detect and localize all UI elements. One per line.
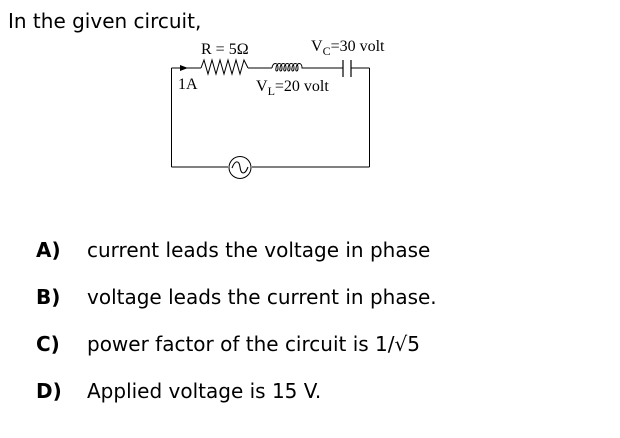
capacitor-label-sub: C: [323, 44, 331, 58]
option-text: power factor of the circuit is 1/√5: [87, 331, 420, 356]
inductor-label-prefix: V: [256, 78, 268, 95]
question-text: In the given circuit,: [8, 9, 202, 33]
resistor-label: R = 5Ω: [201, 41, 249, 58]
inductor-icon: [271, 63, 318, 72]
option-text: Applied voltage is 15 V.: [87, 378, 322, 403]
ac-source-icon: [228, 156, 252, 179]
resistor-icon: [200, 58, 249, 76]
current-arrow-icon: [180, 65, 188, 71]
option-letter: A): [36, 237, 61, 262]
option-letter: D): [36, 378, 62, 403]
option-text: current leads the voltage in phase: [87, 237, 431, 262]
capacitor-label-prefix: V: [311, 38, 323, 55]
option-text: voltage leads the current in phase.: [87, 284, 437, 309]
option-d[interactable]: D) Applied voltage is 15 V.: [36, 367, 437, 414]
capacitor-label-suffix: =30 volt: [331, 38, 385, 55]
option-letter: B): [36, 284, 61, 309]
option-c[interactable]: C) power factor of the circuit is 1/√5: [36, 320, 437, 367]
capacitor-label: VC=30 volt: [311, 38, 385, 58]
inductor-label: VL=20 volt: [256, 78, 329, 98]
capacitor-icon: [342, 60, 352, 77]
circuit-diagram: R = 5Ω 1A VC=30 volt VL=20 volt: [171, 38, 385, 179]
inductor-label-sub: L: [268, 84, 275, 98]
circuit-wires: [171, 67, 370, 168]
option-b[interactable]: B) voltage leads the current in phase.: [36, 273, 437, 320]
answer-options: A) current leads the voltage in phase B)…: [36, 226, 437, 414]
current-label: 1A: [178, 76, 198, 93]
option-letter: C): [36, 331, 60, 356]
inductor-label-suffix: =20 volt: [275, 78, 329, 95]
option-a[interactable]: A) current leads the voltage in phase: [36, 226, 437, 273]
